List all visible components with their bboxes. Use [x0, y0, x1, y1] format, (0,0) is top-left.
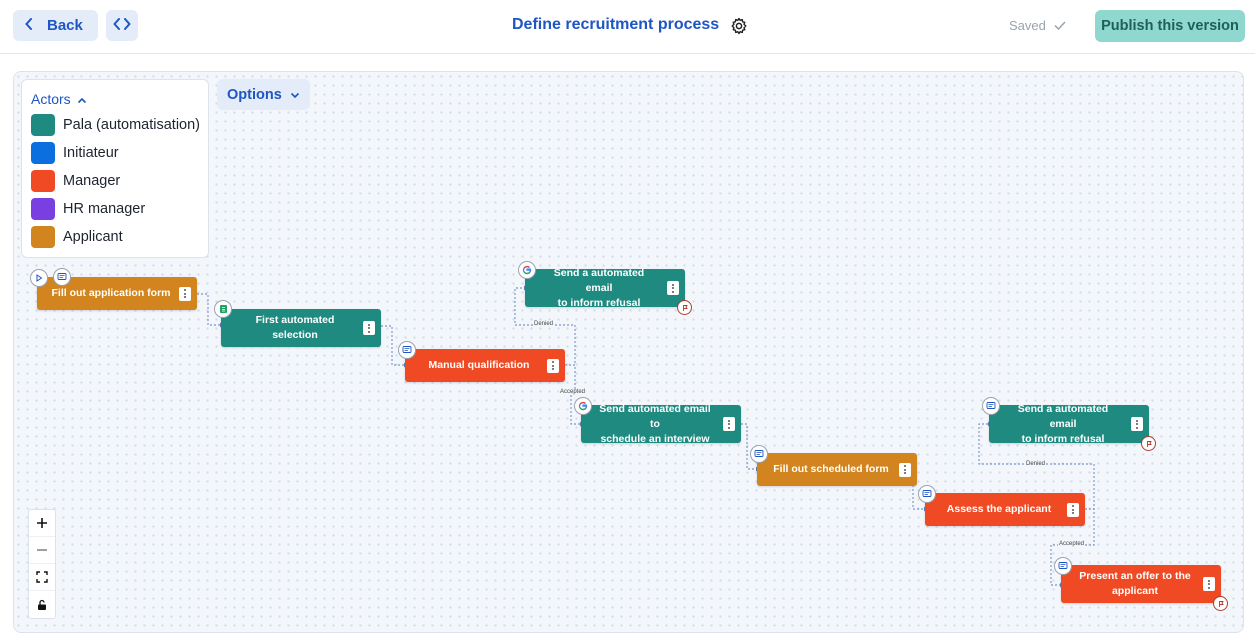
more-options-icon[interactable] [547, 358, 559, 373]
plus-icon [37, 518, 47, 528]
more-options-icon[interactable] [363, 321, 375, 335]
step-label: schedule an interview [600, 432, 710, 445]
step-label: Send automated email to [599, 402, 711, 430]
workflow-step-schedule-interview-email[interactable]: Send automated email to schedule an inter… [581, 402, 741, 445]
actor-item-applicant: Applicant [31, 226, 123, 248]
gear-icon[interactable] [730, 17, 748, 40]
lock-toggle-button[interactable] [29, 591, 55, 618]
edge-label-denied: Denied [1025, 461, 1047, 467]
top-bar: Back Define recruitment process Saved Pu… [0, 0, 1255, 54]
publish-button[interactable]: Publish this version [1095, 10, 1245, 42]
check-icon [1054, 18, 1066, 33]
step-label: to inform refusal [557, 296, 641, 309]
options-button[interactable]: Options [217, 79, 310, 110]
page-title: Define recruitment process [512, 16, 720, 33]
workflow-step-present-offer[interactable]: Present an offer to the applicant [1061, 565, 1221, 603]
more-options-icon[interactable] [899, 462, 911, 477]
options-label: Options [227, 86, 282, 103]
actor-label: Initiateur [63, 145, 119, 161]
spreadsheet-icon [214, 300, 232, 318]
end-flag-icon [1141, 436, 1156, 451]
back-button[interactable]: Back [13, 10, 98, 41]
actor-color-swatch [31, 226, 55, 248]
zoom-controls [28, 509, 56, 619]
actor-item-initiateur: Initiateur [31, 142, 119, 164]
actor-label: Manager [63, 173, 121, 189]
step-label: to inform refusal [1021, 432, 1105, 445]
google-icon [518, 261, 536, 279]
start-icon [30, 269, 48, 287]
actor-item-hr-manager: HR manager [31, 198, 145, 220]
minus-icon [37, 549, 47, 551]
more-options-icon[interactable] [667, 281, 679, 295]
actor-color-swatch [31, 142, 55, 164]
chevron-down-icon [290, 87, 300, 103]
actors-title: Actors [31, 91, 71, 107]
fit-view-button[interactable] [29, 564, 55, 591]
form-icon [750, 445, 768, 463]
step-label: Present an offer to the [1079, 570, 1191, 582]
zoom-out-button[interactable] [29, 537, 55, 564]
step-label: applicant [1111, 585, 1159, 597]
form-icon [982, 397, 1000, 415]
step-label: selection [272, 329, 318, 341]
step-label: Fill out scheduled form [773, 463, 889, 475]
edge-label-denied: Denied [533, 321, 555, 327]
actor-item-pala: Pala (automatisation) [31, 114, 200, 136]
actor-label: Applicant [63, 229, 123, 245]
save-status: Saved [1009, 18, 1066, 33]
zoom-in-button[interactable] [29, 510, 55, 537]
workflow-step-refusal-email-2[interactable]: Send a automated email to inform refusal [989, 402, 1149, 445]
code-view-button[interactable] [106, 10, 138, 41]
actor-color-swatch [31, 170, 55, 192]
actors-toggle[interactable]: Actors [31, 91, 87, 107]
actor-item-manager: Manager [31, 170, 120, 192]
google-icon [574, 397, 592, 415]
form-icon [1054, 557, 1072, 575]
step-label: Send a automated email [1017, 402, 1109, 430]
workflow-step-assess-applicant[interactable]: Assess the applicant [925, 493, 1085, 526]
form-icon [918, 485, 936, 503]
actors-panel: Actors Pala (automatisation) Initiateur … [21, 79, 209, 258]
step-label: Manual qualification [428, 359, 530, 371]
actor-color-swatch [31, 198, 55, 220]
step-label: Assess the applicant [946, 503, 1052, 515]
form-icon [398, 341, 416, 359]
chevron-up-icon [77, 91, 87, 107]
fit-view-icon [36, 571, 48, 583]
more-options-icon[interactable] [1131, 417, 1143, 431]
actor-color-swatch [31, 114, 55, 136]
workflow-step-fill-scheduled-form[interactable]: Fill out scheduled form [757, 453, 917, 486]
back-button-label: Back [47, 17, 83, 34]
end-flag-icon [1213, 596, 1228, 611]
step-label: First automated [255, 314, 335, 326]
saved-label: Saved [1009, 18, 1046, 33]
workflow-canvas[interactable] [13, 71, 1244, 633]
edge-label-accepted: Accepted [1058, 541, 1086, 547]
unlock-icon [38, 599, 46, 610]
more-options-icon[interactable] [1067, 502, 1079, 517]
actor-label: Pala (automatisation) [63, 117, 201, 133]
form-icon [53, 268, 71, 286]
step-label: Fill out application form [51, 287, 171, 299]
chevron-left-icon [25, 17, 33, 34]
more-options-icon[interactable] [723, 417, 735, 431]
more-options-icon[interactable] [179, 286, 191, 301]
code-icon [113, 17, 131, 35]
workflow-step-refusal-email-1[interactable]: Send a automated email to inform refusal [525, 266, 685, 309]
edge-label-accepted: Accepted [559, 389, 587, 395]
more-options-icon[interactable] [1203, 577, 1215, 591]
workflow-step-first-automated-selection[interactable]: First automated selection [221, 309, 381, 347]
step-label: Send a automated email [553, 266, 645, 294]
actor-label: HR manager [63, 201, 146, 217]
end-flag-icon [677, 300, 692, 315]
workflow-step-manual-qualification[interactable]: Manual qualification [405, 349, 565, 382]
